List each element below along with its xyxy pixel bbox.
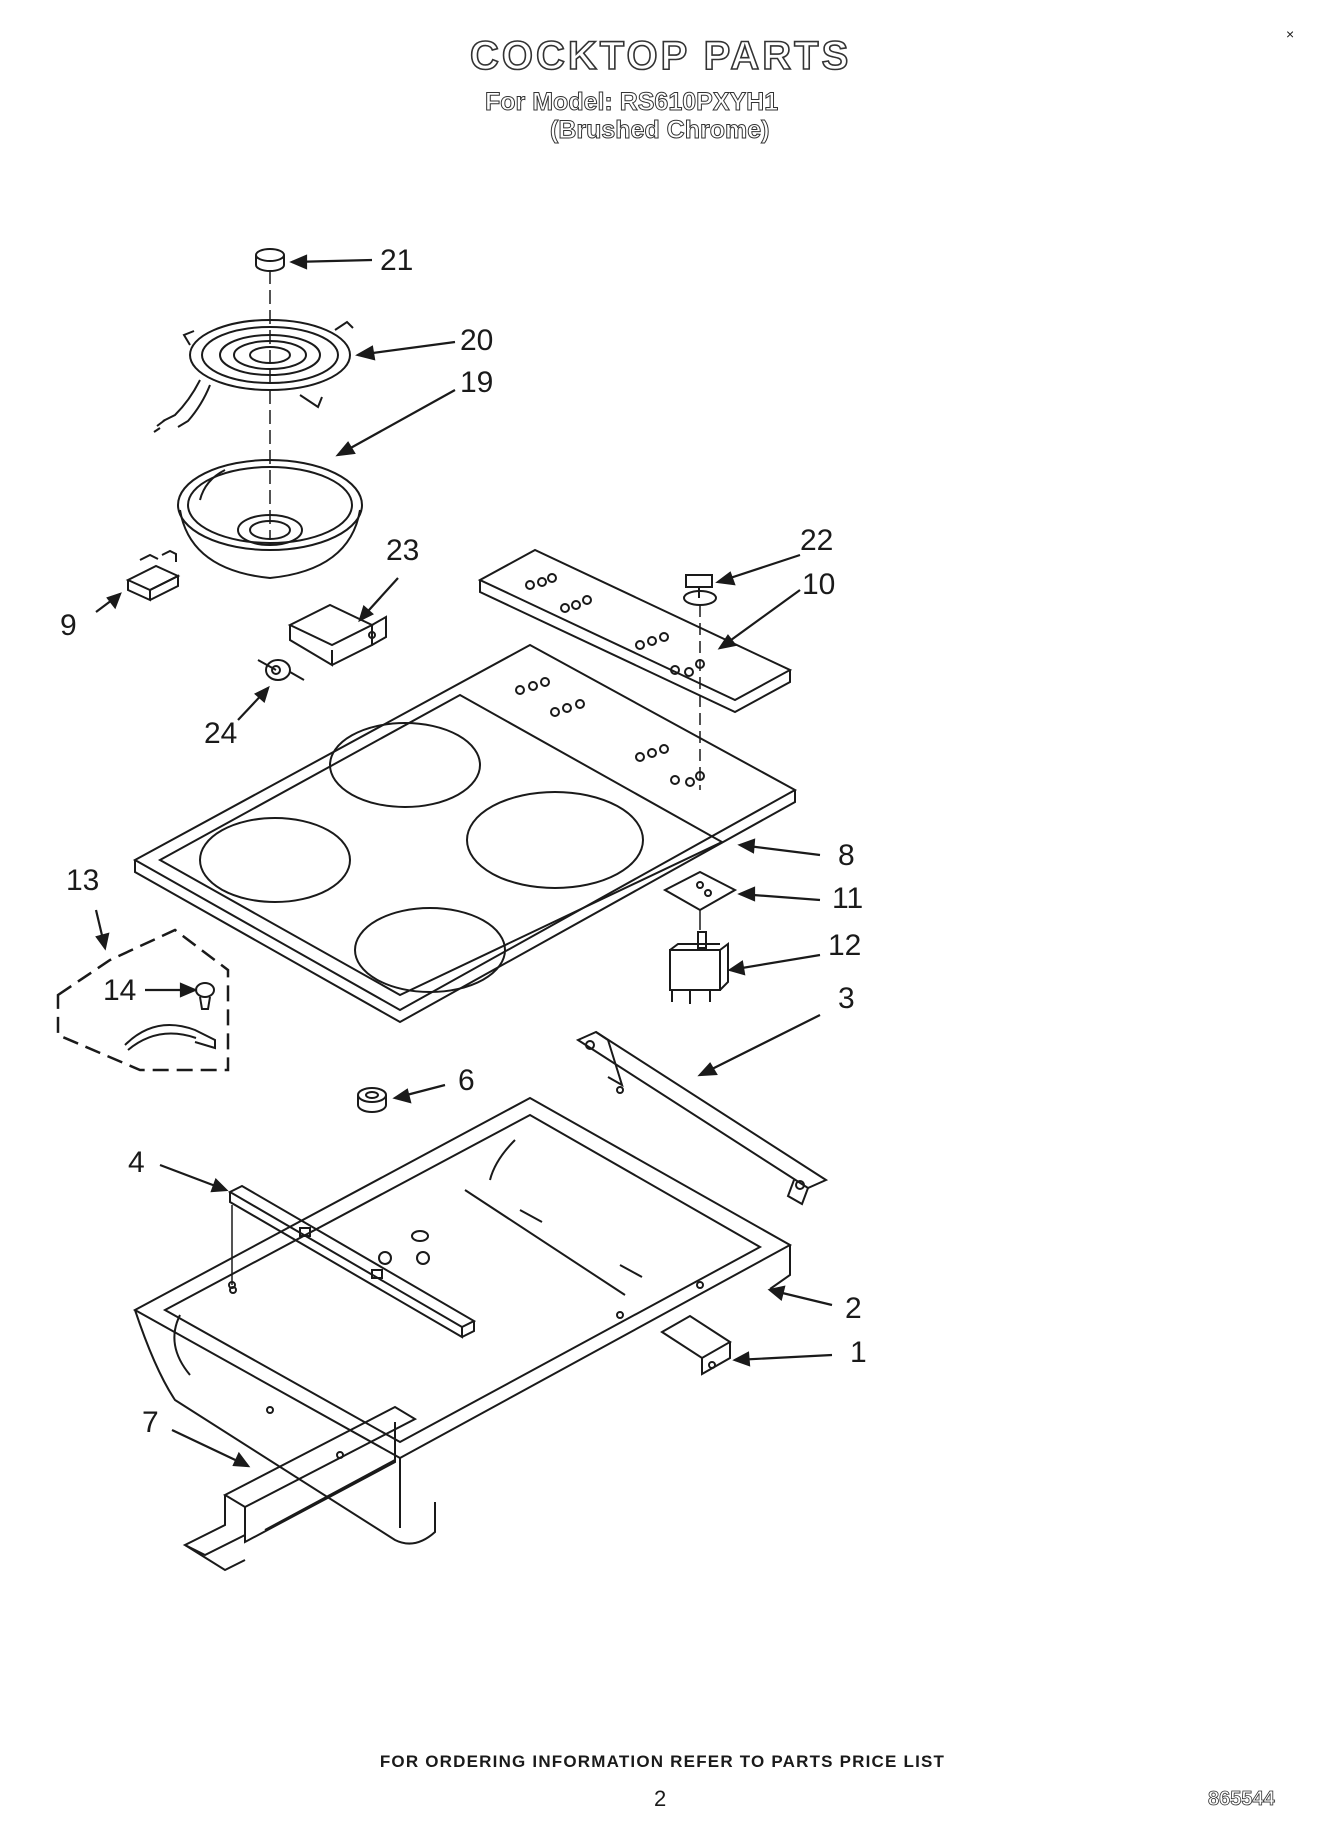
callout-14: 14 (103, 974, 136, 1007)
callout-4: 4 (128, 1146, 145, 1179)
callout-9: 9 (60, 609, 77, 642)
callout-21: 21 (380, 244, 413, 277)
corner-mark: × (1286, 26, 1295, 42)
page-number: 2 (654, 1786, 667, 1811)
part-24-switch (257, 659, 305, 681)
part-12-switch (669, 931, 729, 1004)
callout-7: 7 (142, 1406, 159, 1439)
part-1-bracket (660, 1314, 732, 1376)
part-13-kit (56, 928, 230, 1072)
model-line: For Model: RS610PXYH1 (484, 88, 779, 117)
callout-1: 1 (850, 1336, 867, 1369)
callout-13: 13 (66, 864, 99, 897)
callout-2: 2 (845, 1292, 862, 1325)
part-4-crossbar (227, 1184, 477, 1339)
part-21-cap (255, 248, 285, 272)
part-20-coil-element (153, 319, 354, 433)
callout-11: 11 (832, 882, 863, 915)
callout-6: 6 (458, 1064, 475, 1097)
leader-arrows (94, 254, 833, 1468)
part-22-knob (683, 574, 717, 606)
callout-12: 12 (828, 929, 861, 962)
part-9-terminal-block (125, 549, 181, 602)
document-number: 865544 (1208, 1788, 1276, 1811)
part-11-plate (662, 870, 738, 930)
part-6-grommet (357, 1087, 387, 1113)
callout-24: 24 (204, 717, 237, 750)
callout-3: 3 (838, 982, 855, 1015)
variant-label: (Brushed Chrome) (549, 116, 770, 145)
part-3-bracket (575, 1030, 829, 1206)
page-title: COCKTOP PARTS (469, 33, 852, 79)
part-10-control-panel (477, 548, 793, 790)
part-23-bracket (287, 603, 387, 667)
callout-20: 20 (460, 324, 493, 357)
part-8-cooktop (132, 643, 798, 1024)
callout-19: 19 (460, 366, 493, 399)
callout-22: 22 (800, 524, 833, 557)
part-7-trim (182, 1405, 418, 1572)
callout-labels: 21 20 19 9 23 24 22 10 8 11 12 3 13 14 6… (60, 244, 867, 1439)
part-19-drip-bowl (177, 459, 363, 580)
callout-23: 23 (386, 534, 419, 567)
ordering-note: FOR ORDERING INFORMATION REFER TO PARTS … (379, 1752, 946, 1771)
callout-10: 10 (802, 568, 835, 601)
part-2-burner-box (132, 1096, 793, 1545)
callout-8: 8 (838, 839, 855, 872)
